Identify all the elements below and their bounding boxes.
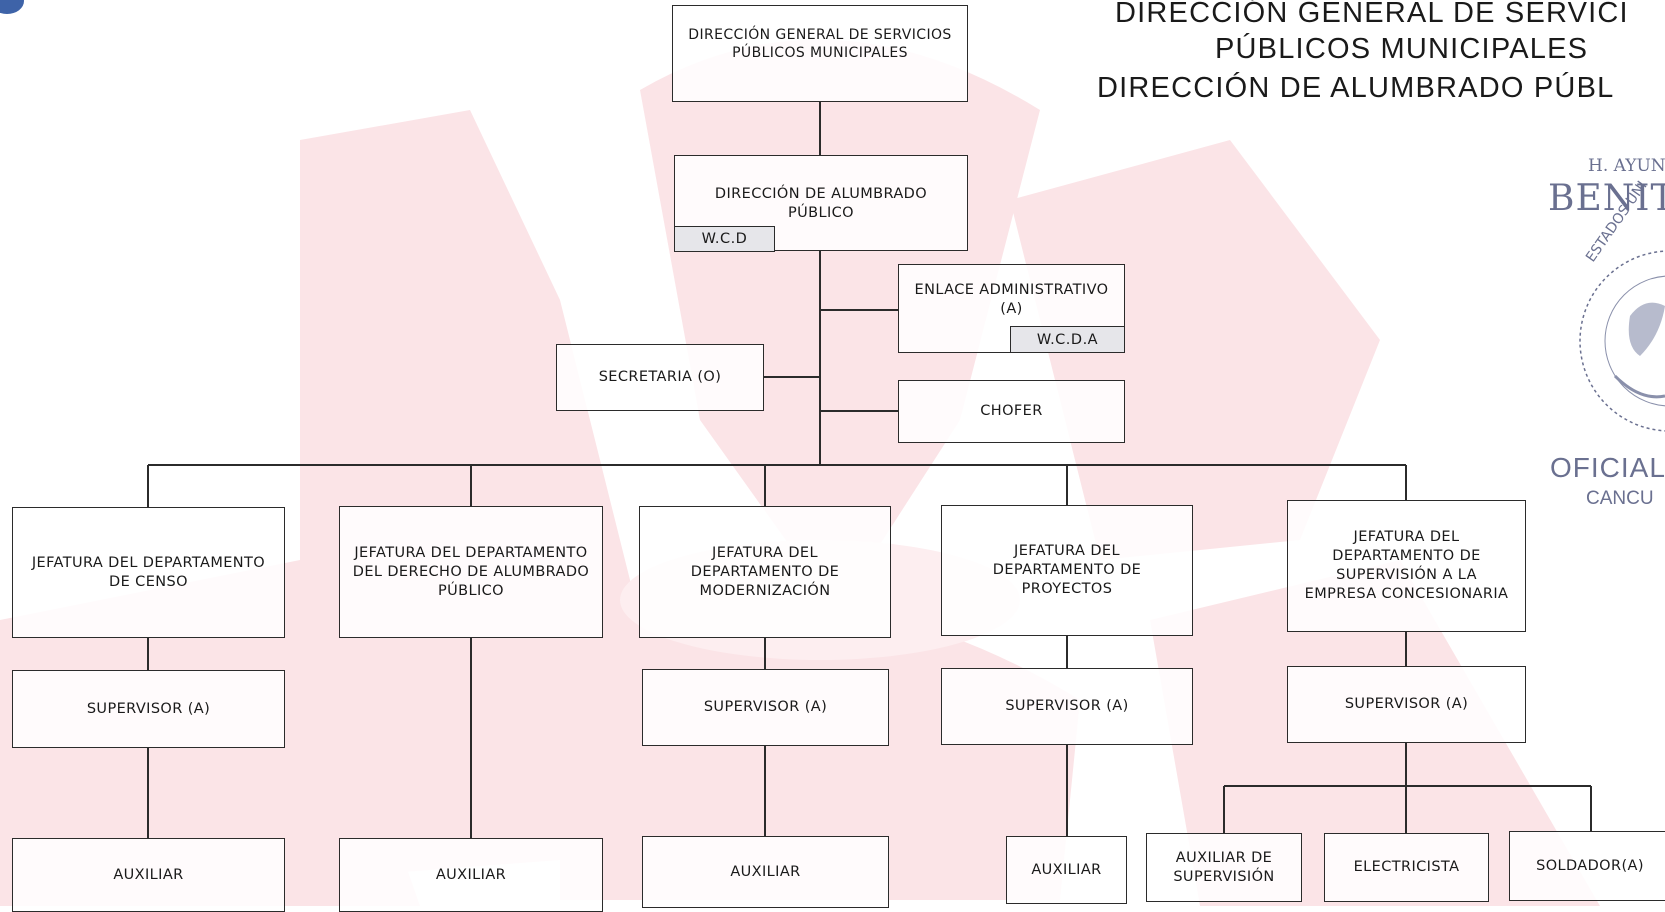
node-label: DIRECCIÓN DE ALUMBRADO PÚBLICO [714,186,928,221]
node-auxiliar-derecho: AUXILIAR [339,838,603,912]
node-label: DIRECCIÓN GENERAL DE SERVICIOS PÚBLICOS … [688,27,952,61]
node-label: JEFATURA DEL DEPARTAMENTO DE PROYECTOS [992,543,1142,597]
node-label: JEFATURA DEL DEPARTAMENTO DE CENSO [31,554,266,590]
node-label: AUXILIAR [1031,861,1102,878]
node-supervisor-supervision: SUPERVISOR (A) [1287,666,1526,743]
node-label: SOLDADOR(A) [1536,857,1644,874]
node-tag-wcda: W.C.D.A [1010,326,1125,353]
node-jefatura-supervision: JEFATURA DEL DEPARTAMENTO DE SUPERVISIÓN… [1287,500,1526,632]
node-label: JEFATURA DEL DEPARTAMENTO DE MODERNIZACI… [690,544,840,599]
node-electricista: ELECTRICISTA [1324,833,1489,902]
seal-emblem-icon [1579,250,1665,432]
node-supervisor-proyectos: SUPERVISOR (A) [941,668,1193,745]
node-label: AUXILIAR DE SUPERVISIÓN [1173,849,1275,885]
page-title-line-2: PÚBLICOS MUNICIPALES [1215,33,1589,65]
node-auxiliar-proyectos: AUXILIAR [1006,836,1127,904]
node-label: SUPERVISOR (A) [86,700,211,717]
node-jefatura-proyectos: JEFATURA DEL DEPARTAMENTO DE PROYECTOS [941,505,1193,636]
node-label: SUPERVISOR (A) [1005,698,1129,714]
node-chofer: CHOFER [898,380,1125,443]
node-label: JEFATURA DEL DEPARTAMENTO DEL DERECHO DE… [352,544,590,599]
node-label: SUPERVISOR (A) [703,699,828,715]
node-secretaria: SECRETARIA (O) [556,344,764,411]
node-label: SECRETARIA (O) [598,369,722,385]
node-tag-wcd: W.C.D [674,226,775,252]
node-label: ENLACE ADMINISTRATIVO (A) [914,282,1109,317]
node-label: CHOFER [980,403,1043,419]
node-jefatura-derecho-alumbrado: JEFATURA DEL DEPARTAMENTO DEL DERECHO DE… [339,506,603,638]
node-label: ELECTRICISTA [1353,859,1460,875]
seal-caption-oficial: OFICIAL [1550,452,1665,483]
node-label: AUXILIAR [113,866,184,883]
node-soldador: SOLDADOR(A) [1509,831,1665,901]
node-label: SUPERVISOR (A) [1344,696,1469,712]
page-title-line-1: DIRECCIÓN GENERAL DE SERVICI [1115,0,1629,29]
node-label: AUXILIAR [730,863,801,880]
node-label: JEFATURA DEL DEPARTAMENTO DE SUPERVISIÓN… [1304,529,1509,602]
node-supervisor-modernizacion: SUPERVISOR (A) [642,669,889,746]
node-auxiliar-supervision: AUXILIAR DE SUPERVISIÓN [1146,833,1302,902]
node-label: AUXILIAR [435,866,507,883]
node-auxiliar-censo: AUXILIAR [12,838,285,912]
node-auxiliar-modernizacion: AUXILIAR [642,836,889,908]
corner-logo [0,0,24,14]
node-jefatura-modernizacion: JEFATURA DEL DEPARTAMENTO DE MODERNIZACI… [639,506,891,638]
seal-caption-top: H. AYUN [1588,156,1665,176]
node-direccion-general: DIRECCIÓN GENERAL DE SERVICIOS PÚBLICOS … [672,5,968,102]
node-jefatura-censo: JEFATURA DEL DEPARTAMENTO DE CENSO [12,507,285,638]
seal-caption-name: BENITO [1548,178,1665,219]
seal-caption-city: CANCU [1586,488,1654,509]
page-title-line-3: DIRECCIÓN DE ALUMBRADO PÚBL [1097,72,1615,104]
node-supervisor-censo: SUPERVISOR (A) [12,670,285,748]
